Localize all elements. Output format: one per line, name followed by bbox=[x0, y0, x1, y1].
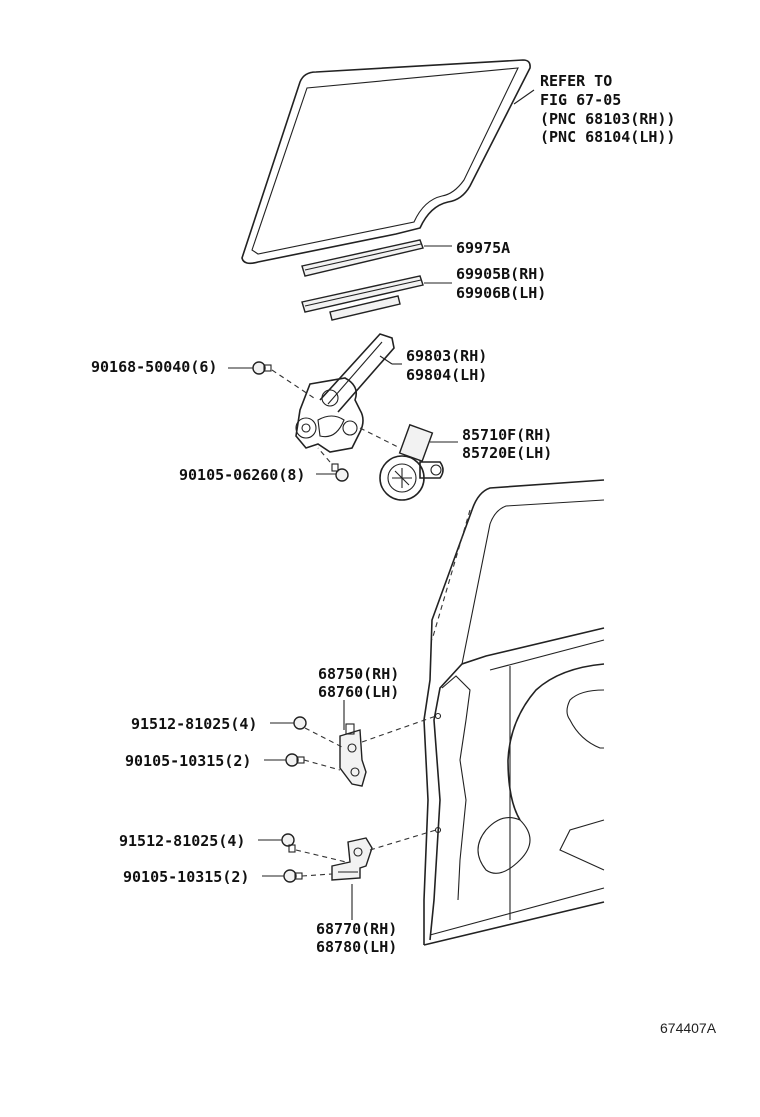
refer-line-3: (PNC 68103(RH)) bbox=[540, 110, 676, 128]
refer-line-4: (PNC 68104(LH)) bbox=[540, 128, 676, 146]
door-glass bbox=[241, 59, 531, 265]
dash-motor bbox=[359, 427, 401, 449]
dash-90168 bbox=[271, 369, 315, 399]
leader-glass bbox=[513, 89, 535, 105]
label-90105-10315-lower: 90105-10315(2) bbox=[123, 868, 250, 886]
dash-upper-hinge bbox=[361, 715, 437, 743]
regulator-motor bbox=[379, 423, 444, 501]
label-91512-81025-lower: 91512-81025(4) bbox=[119, 832, 246, 850]
weatherstrip-69975a bbox=[301, 239, 424, 277]
upper-hinge bbox=[339, 723, 367, 787]
bolt-90105-06260 bbox=[331, 463, 349, 482]
label-91512-81025-upper: 91512-81025(4) bbox=[131, 715, 258, 733]
bolt-91512-b bbox=[281, 833, 296, 853]
bolt-90168 bbox=[252, 361, 272, 375]
dash-91512-a bbox=[304, 727, 345, 749]
label-68750: 68750(RH) bbox=[318, 665, 400, 683]
label-69975a: 69975A bbox=[456, 239, 511, 257]
label-69905b: 69905B(RH) bbox=[456, 265, 547, 283]
label-68770: 68770(RH) bbox=[316, 920, 398, 938]
dash-lower-hinge bbox=[369, 829, 437, 851]
bolt-91512-a bbox=[293, 716, 307, 730]
dash-90105-06260 bbox=[317, 447, 331, 463]
dash-90105-a bbox=[303, 759, 341, 771]
bolt-90105-b bbox=[283, 869, 303, 883]
label-90105-06260: 90105-06260(8) bbox=[179, 466, 306, 484]
label-69804: 69804(LH) bbox=[406, 366, 488, 384]
bolt-90105-a bbox=[285, 753, 305, 767]
label-90168-50040: 90168-50040(6) bbox=[91, 358, 218, 376]
label-68760: 68760(LH) bbox=[318, 683, 400, 701]
label-85710f: 85710F(RH) bbox=[462, 426, 553, 444]
label-85720e: 85720E(LH) bbox=[462, 444, 553, 462]
lower-hinge bbox=[331, 837, 373, 881]
dash-90105-b bbox=[301, 873, 333, 877]
window-regulator bbox=[295, 333, 395, 453]
refer-line-2: FIG 67-05 bbox=[540, 91, 622, 109]
label-90105-10315-upper: 90105-10315(2) bbox=[125, 752, 252, 770]
label-69803: 69803(RH) bbox=[406, 347, 488, 365]
door-shell bbox=[423, 479, 605, 946]
label-68780: 68780(LH) bbox=[316, 938, 398, 956]
refer-line-1: REFER TO bbox=[540, 72, 613, 90]
leader-69803b bbox=[379, 355, 393, 365]
figure-number: 674407A bbox=[660, 1020, 717, 1036]
label-69906b: 69906B(LH) bbox=[456, 284, 547, 302]
dash-91512-b bbox=[295, 849, 347, 863]
run-channel bbox=[301, 275, 424, 321]
